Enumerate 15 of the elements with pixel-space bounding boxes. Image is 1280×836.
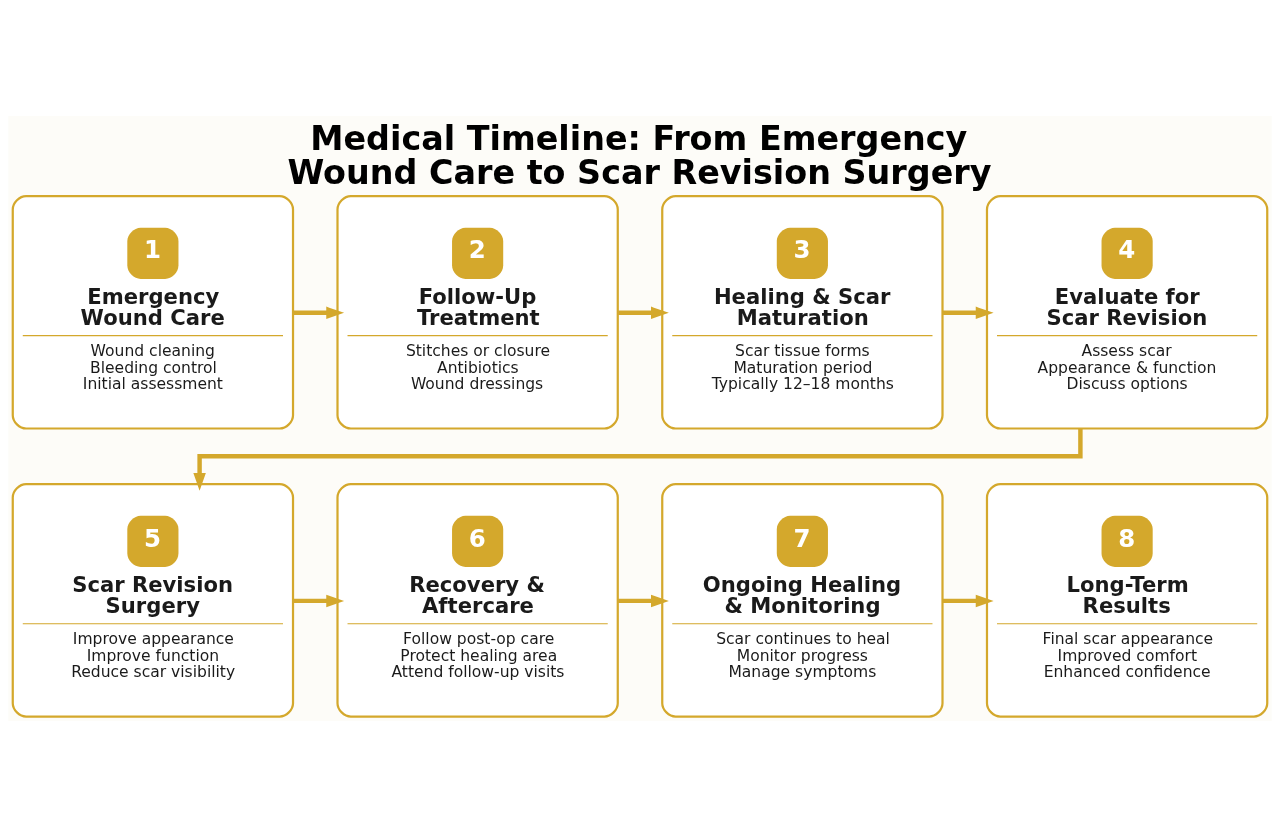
node-box: 4 Evaluate for Scar Revision Assess scar Appearance & function Discuss options (985, 194, 1269, 430)
node-box: 1 Emergency Wound Care Wound cleaning Bleeding control Initial assessment (11, 194, 295, 430)
arrow (618, 306, 669, 319)
node-box: 7 Ongoing Healing & Monitoring Scar continues to heal Monitor progress Manage symptoms (661, 482, 944, 718)
node-box: 2 Follow-Up Treatment Stitches or closure Antibiotics Wound dressings (336, 194, 619, 430)
arrow (942, 306, 994, 319)
node-box: 6 Recovery & Aftercare Follow post-op care Protect healing area Attend follow-up visits (336, 482, 619, 718)
arrow (942, 594, 994, 607)
node-box: 3 Healing & Scar Maturation Scar tissue forms Maturation period Typically 12–18 months (661, 194, 944, 430)
node-box: 8 Long-Term Results Final scar appearance Improved comfort Enhanced confidence (985, 482, 1269, 718)
arrow (618, 594, 669, 607)
diagram-title: Medical Timeline: From Emergency Wound Care to Scar Revision Surgery (287, 118, 992, 192)
arrow (293, 594, 345, 607)
node-box: 5 Scar Revision Surgery Improve appearance Improve function Reduce scar visibility (11, 482, 295, 718)
arrow (293, 306, 345, 319)
